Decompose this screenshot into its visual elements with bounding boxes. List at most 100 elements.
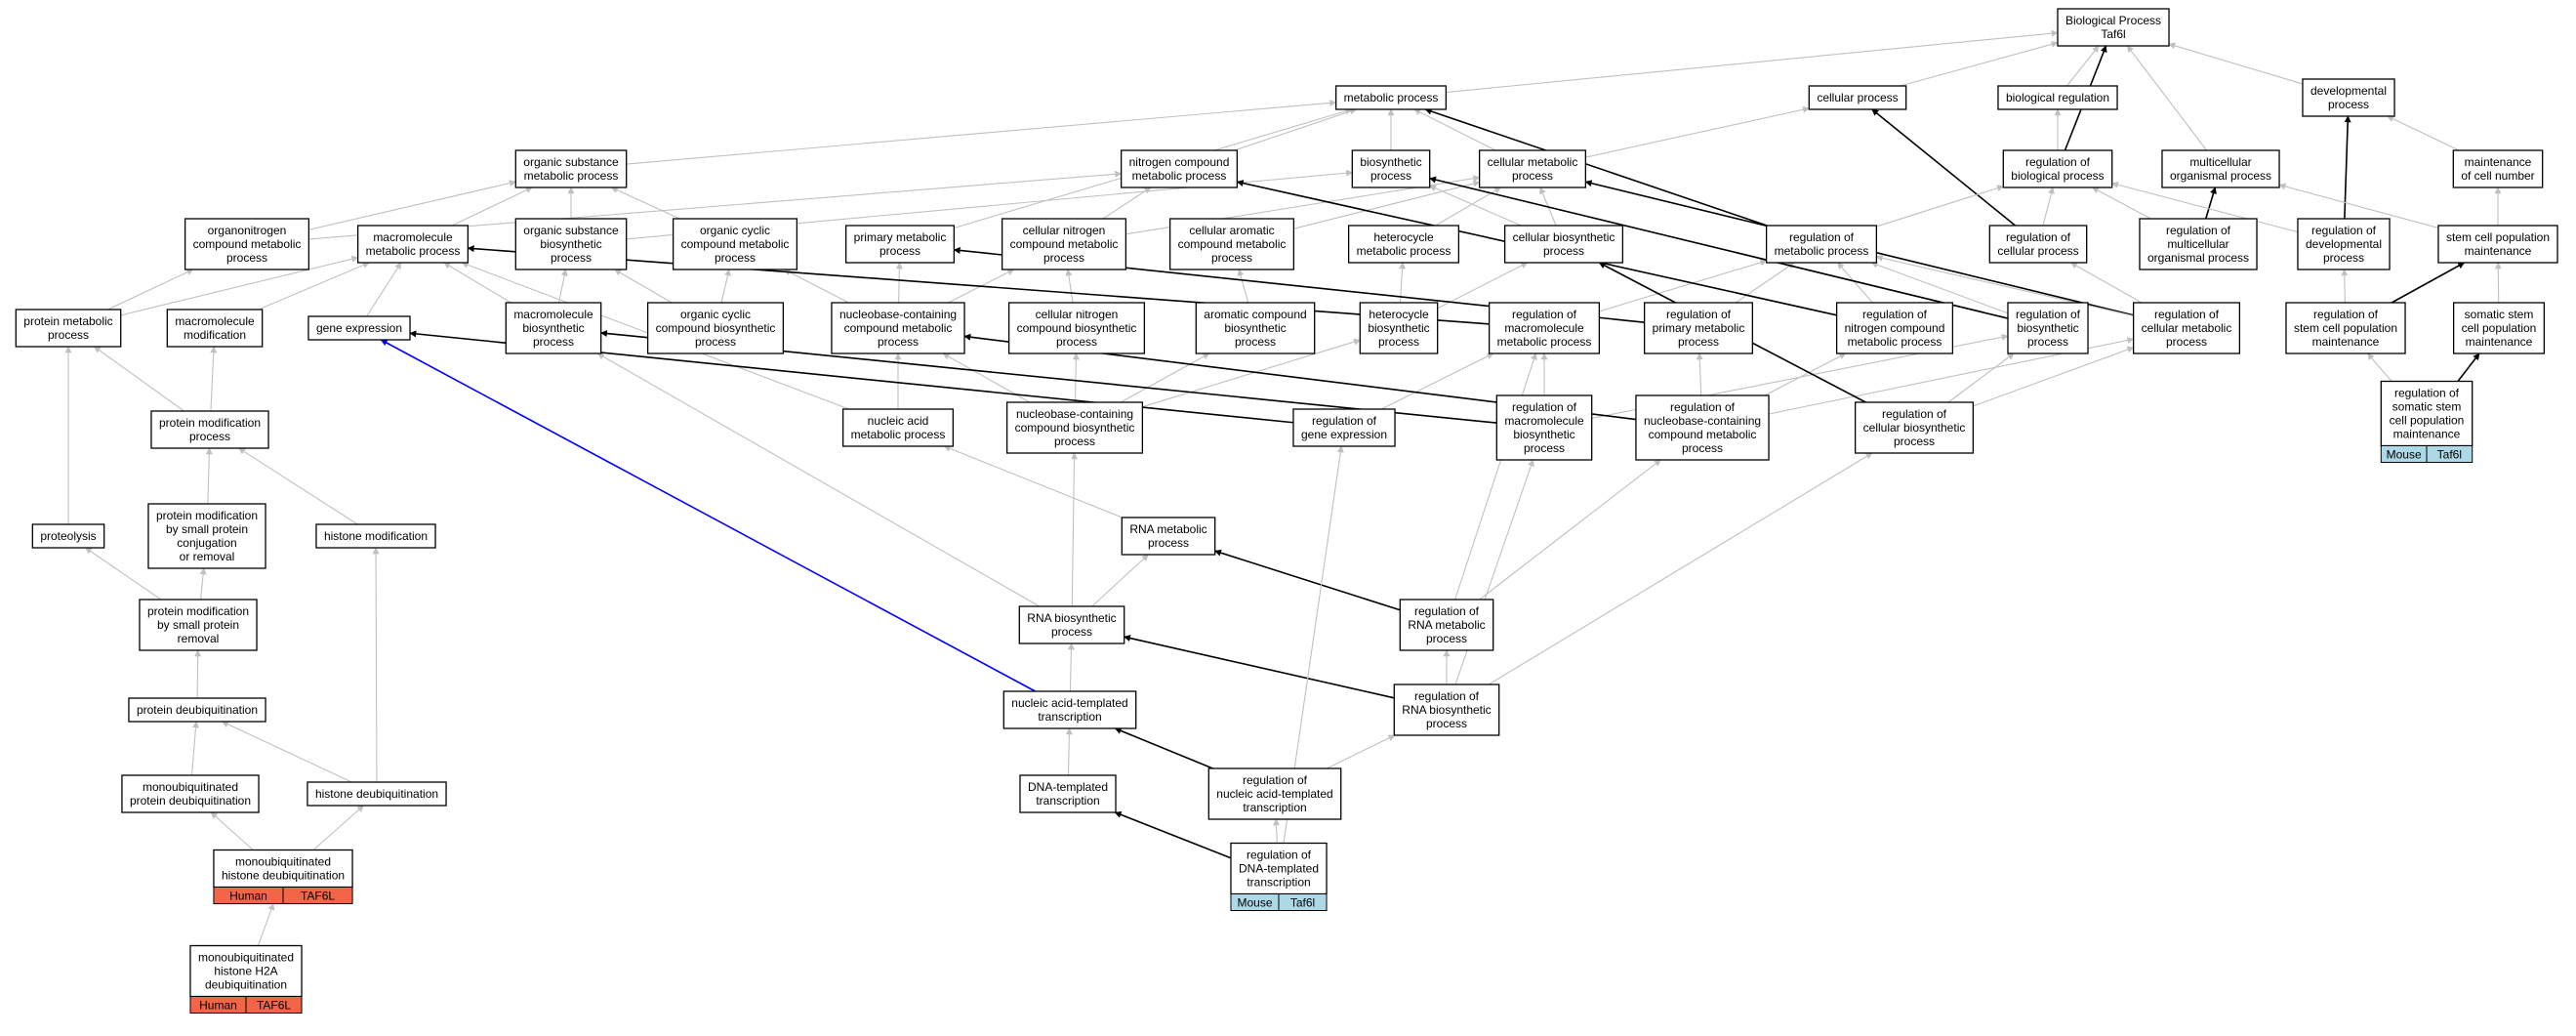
node-label-line: protein modification bbox=[156, 509, 258, 522]
node-metabolic[interactable]: metabolic process bbox=[1334, 85, 1448, 110]
edge-nucleobase-bio-to-nucleobase-met bbox=[942, 352, 1031, 403]
node-label-line: process bbox=[2328, 98, 2369, 111]
node-label-line: organic cyclic bbox=[700, 224, 770, 237]
node-protein-deubiq[interactable]: protein deubiquitination bbox=[128, 697, 266, 723]
node-box bbox=[1002, 690, 1137, 729]
node-box bbox=[121, 774, 260, 813]
edge-reg-cellular-met-to-reg-cellular-process bbox=[2069, 262, 2143, 304]
node-label-line: biosynthetic bbox=[1360, 155, 1421, 169]
node-box bbox=[139, 599, 258, 651]
edge-histone-deubiq-to-histone-mod bbox=[372, 547, 380, 783]
node-box bbox=[2132, 302, 2241, 354]
node-label-line: process bbox=[48, 328, 89, 342]
badge-gene-cell bbox=[245, 996, 303, 1014]
node-label-line: organonitrogen bbox=[208, 224, 287, 237]
node-label-line: biological regulation bbox=[2006, 91, 2109, 104]
node-label-line: protein deubiquitination bbox=[130, 794, 251, 808]
node-histone-mod[interactable]: histone modification bbox=[315, 523, 436, 549]
node-reg-nucleobase-met[interactable]: regulation ofnucleobase-containingcompou… bbox=[1635, 394, 1770, 461]
node-cellular-process[interactable]: cellular process bbox=[1808, 85, 1907, 110]
node-reg-macromolecule-bio[interactable]: regulation ofmacromoleculebiosyntheticpr… bbox=[1495, 394, 1593, 461]
node-box bbox=[1478, 149, 1587, 188]
node-proteolysis[interactable]: proteolysis bbox=[31, 523, 105, 549]
node-box bbox=[1988, 225, 2088, 264]
node-box bbox=[150, 410, 269, 449]
node-reg-dna-transcription[interactable]: regulation ofDNA-templatedtranscriptionM… bbox=[1230, 842, 1328, 911]
node-label-line: maintenance bbox=[2393, 428, 2461, 441]
node-label-line: transcription bbox=[1243, 801, 1306, 814]
node-histone-deubiq[interactable]: histone deubiquitination bbox=[307, 781, 447, 807]
node-label-line: modification bbox=[184, 328, 246, 342]
node-box bbox=[2161, 149, 2280, 188]
node-gene-expression[interactable]: gene expression bbox=[307, 315, 411, 341]
edge-multicellular-to-bp bbox=[2126, 45, 2208, 151]
edge-heterocycle-bio-to-cellular-biosynthetic bbox=[1437, 262, 1529, 310]
node-biological-regulation[interactable]: biological regulation bbox=[1997, 85, 2118, 110]
node-label-line: compound metabolic bbox=[681, 237, 790, 251]
node-label-line: cellular metabolic bbox=[2142, 321, 2232, 335]
node-label-line: process bbox=[715, 251, 756, 265]
node-box bbox=[1018, 605, 1125, 644]
edge-organic-cyclic-bio-to-organic-substance-bio bbox=[614, 269, 673, 304]
node-label-line: cellular aromatic bbox=[1189, 224, 1274, 237]
node-label-line: compound metabolic bbox=[1178, 237, 1287, 251]
node-label-line: process bbox=[1378, 335, 1419, 349]
